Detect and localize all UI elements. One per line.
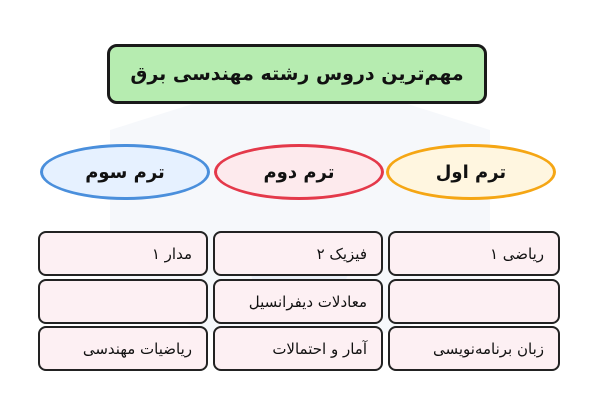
course-box-empty (388, 279, 560, 324)
term-1-ellipse: ترم اول (386, 144, 556, 200)
course-box: ریاضی ۱ (388, 231, 560, 276)
term-2-ellipse: ترم دوم (214, 144, 384, 200)
course-box: مدار ۱ (38, 231, 208, 276)
course-box-empty (38, 279, 208, 324)
course-box: آمار و احتمالات (213, 326, 383, 371)
course-box: زبان برنامه‌نویسی (388, 326, 560, 371)
course-box: معادلات دیفرانسیل (213, 279, 383, 324)
course-box: ریاضیات مهندسی (38, 326, 208, 371)
course-box: فیزیک ۲ (213, 231, 383, 276)
term-3-ellipse: ترم سوم (40, 144, 210, 200)
diagram-title: مهم‌ترین دروس رشته مهندسی برق (107, 44, 487, 104)
